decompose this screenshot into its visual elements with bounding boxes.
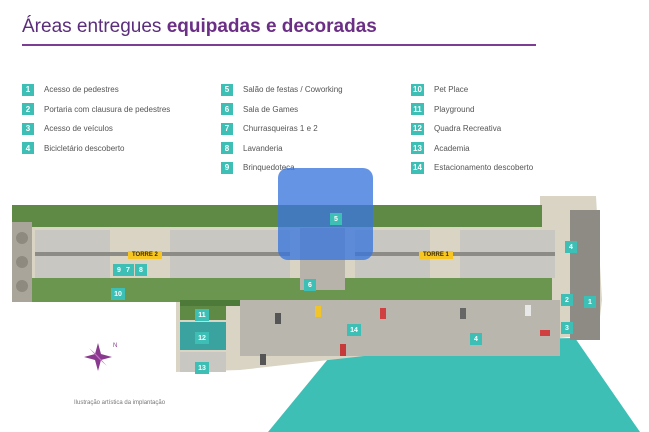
car [315,306,321,317]
legend-label: Portaria com clausura de pedestres [44,104,171,114]
map-tag-6: 6 [304,279,316,291]
legend-number: 7 [221,122,233,135]
car [460,308,466,319]
legend-label: Acesso de veículos [44,124,113,134]
legend-number: 10 [411,83,424,96]
legend-number: 8 [221,142,233,155]
legend-item: 6 Sala de Games [221,100,343,120]
legend-label: Churrasqueiras 1 e 2 [243,124,318,134]
legend-item: 5 Salão de festas / Coworking [221,80,343,100]
map-tag-13: 13 [195,362,209,374]
map-caption: Ilustração artística da implantação [74,400,166,406]
legend-column-1: 1 Acesso de pedestres 2 Portaria com claus… [22,80,170,158]
legend-item: 8 Lavanderia [221,139,343,159]
title-bold: equipadas e decoradas [166,16,377,37]
legend-label: Pet Place [434,85,469,95]
map-tag-5: 5 [330,213,342,225]
car [340,344,346,356]
legend-label: Estacionamento descoberto [434,163,534,173]
legend-label: Acesso de pedestres [44,85,119,95]
legend-number: 11 [411,103,424,116]
legend-number: 6 [221,103,233,116]
legend-label: Salão de festas / Coworking [243,85,343,95]
map-tag-3: 3 [561,322,573,334]
legend-item: 4 Bicicletário descoberto [22,139,170,159]
legend-label: Playground [434,104,475,114]
map-tag-8: 8 [135,264,147,276]
teal-corner-shape [268,338,640,432]
legend-item: 14 Estacionamento descoberto [411,158,533,178]
map-tag-10: 10 [111,288,125,300]
tower-2-label: TORRE 2 [128,251,162,259]
grass-belt-south [12,278,552,302]
legend-item: 7 Churrasqueiras 1 e 2 [221,119,343,139]
legend-label: Brinquedoteca [243,163,295,173]
legend-number: 2 [22,103,34,116]
legend-number: 9 [221,161,233,174]
legend-item: 12 Quadra Recreativa [411,119,533,139]
tree-row [180,300,240,306]
map-tag-14: 14 [347,324,361,336]
map-tag-7: 7 [122,264,134,276]
map-tag-2: 2 [561,294,573,306]
map-tag-4: 4 [470,333,482,345]
legend-number: 3 [22,122,34,135]
legend-column-2: 5 Salão de festas / Coworking 6 Sala de Ga… [221,80,343,178]
map-tag-4: 4 [565,241,577,253]
svg-text:N: N [113,343,117,349]
legend-item: 1 Acesso de pedestres [22,80,170,100]
compass-rose-icon: N [84,343,117,371]
legend-label: Quadra Recreativa [434,124,502,134]
water-tank [16,280,28,292]
legend-item: 9 Brinquedoteca [221,158,343,178]
legend-number: 13 [411,142,424,155]
legend-item: 11 Playground [411,100,533,120]
water-tank [16,232,28,244]
title-regular: Áreas entregues [22,16,167,37]
water-tank [16,256,28,268]
grass-belt-north [12,205,542,227]
map-tag-12: 12 [195,332,209,344]
car [380,308,386,319]
tower-1-label: TORRE 1 [419,251,453,259]
access-road [570,210,600,340]
legend-item: 13 Academia [411,139,533,159]
car [540,330,550,336]
car [260,354,266,365]
legend-label: Lavanderia [243,143,283,153]
car [525,305,531,316]
title-underline [22,44,536,46]
legend-item: 3 Acesso de veículos [22,119,170,139]
legend-item: 2 Portaria com clausura de pedestres [22,100,170,120]
legend-number: 1 [22,83,34,96]
map-tag-11: 11 [195,309,209,321]
legend-label: Bicicletário descoberto [44,143,125,153]
legend-number: 14 [411,161,424,174]
legend-item: 10 Pet Place [411,80,533,100]
legend-number: 4 [22,142,34,155]
legend-label: Academia [434,143,470,153]
page-title: Áreas entregues equipadas e decoradas [22,16,377,38]
legend-column-3: 10 Pet Place 11 Playground 12 Quadra Recrea… [411,80,533,178]
house-logo-watermark [278,168,373,260]
map-tag-1: 1 [584,296,596,308]
map-tag-9: 9 [113,264,125,276]
parking-lot [240,300,560,356]
legend-number: 5 [221,83,233,96]
car [275,313,281,324]
legend-label: Sala de Games [243,104,299,114]
legend-number: 12 [411,122,424,135]
